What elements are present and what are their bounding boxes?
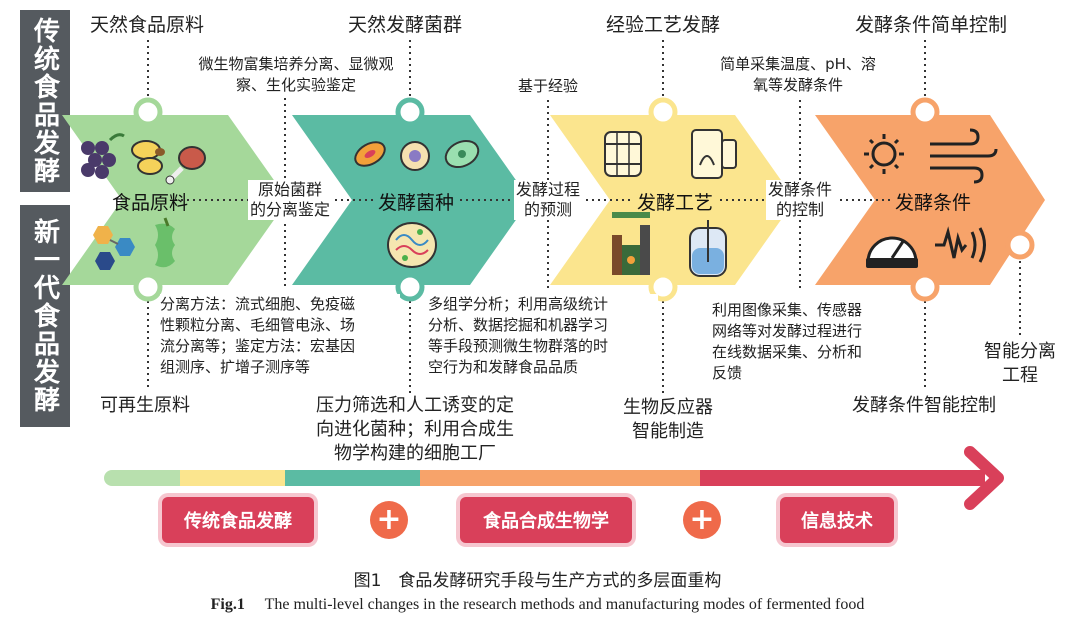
sidebar-traditional-label: 传统食品发酵 [29, 17, 60, 185]
note-sensor-line1: 利用图像采集、传感器 [712, 301, 863, 319]
label-intelligent-separation-line2: 工程 [1002, 365, 1038, 386]
dotted-connectors [147, 40, 1021, 395]
cell-icon [400, 141, 430, 171]
meat-icon [165, 146, 206, 185]
mid-label-isolation-line1: 原始菌群 [258, 180, 323, 199]
caption-english-text: The multi-level changes in the research … [264, 596, 865, 613]
label-directed-evolution-line2: 向进化菌种；利用合成生 [316, 419, 514, 440]
label-directed-evolution-line1: 压力筛选和人工诱变的定 [316, 395, 514, 416]
note-sensor-line2: 网络等对发酵过程进行 [712, 322, 863, 340]
label-bioreactor-line1: 生物反应器 [623, 397, 713, 418]
note-omics-line2: 分析、数据挖掘和机器学习 [428, 316, 609, 334]
mid-label-prediction-line2: 的预测 [524, 200, 573, 219]
note-omics-line4: 空行为和发酵食品品质 [428, 358, 579, 376]
note-separation-line3: 流分离等；鉴定方法：宏基因 [160, 337, 356, 355]
sidebar-new-generation-label: 新一代食品发酵 [29, 218, 60, 414]
note-sensor-network: 利用图像采集、传感器 网络等对发酵过程进行 在线数据采集、分析和 反馈 [712, 300, 892, 384]
note-separation-line4: 组测序、扩增子测序等 [160, 358, 311, 376]
wind-icon [930, 128, 998, 184]
note-omics-line1: 多组学分析；利用高级统计 [428, 295, 609, 313]
progress-arrow [104, 446, 1004, 510]
note-simple-conditions-text: 简单采集温度、pH、溶氧等发酵条件 [720, 55, 876, 94]
pill-traditional-fermentation: 传统食品发酵 [162, 497, 314, 543]
gauge-icon [866, 236, 918, 268]
label-intelligent-separation: 智能分离 工程 [978, 340, 1062, 388]
top-label-empirical-process: 经验工艺发酵 [606, 14, 721, 36]
note-microbe-isolation-text: 微生物富集培养分离、显微观察、生化实验鉴定 [198, 55, 394, 94]
caption-english-prefix: Fig.1 [210, 596, 245, 613]
note-omics-analysis: 多组学分析；利用高级统计 分析、数据挖掘和机器学习 等手段预测微生物群落的时 空… [428, 294, 658, 378]
factory-icon [612, 212, 650, 275]
bean-icon [131, 140, 165, 175]
note-separation-methods: 分离方法：流式细胞、免疫磁 性颗粒分离、毛细管电泳、场 流分离等；鉴定方法：宏基… [160, 294, 400, 378]
label-renewable-raw: 可再生原料 [100, 395, 190, 416]
note-separation-line1: 分离方法：流式细胞、免疫磁 [160, 295, 356, 313]
mid-label-control-line2: 的控制 [776, 200, 825, 219]
chevron-label-strain: 发酵菌种 [378, 192, 455, 214]
chevron-label-conditions: 发酵条件 [895, 192, 972, 214]
note-experience: 基于经验 [518, 76, 579, 97]
barrel-icon [604, 131, 642, 177]
microbe-icon [444, 139, 480, 169]
note-simple-conditions: 简单采集温度、pH、溶氧等发酵条件 [718, 54, 878, 96]
label-intelligent-separation-line1: 智能分离 [984, 341, 1056, 362]
label-intelligent-control: 发酵条件智能控制 [852, 395, 996, 416]
caption-english: Fig.1 The multi-level changes in the res… [0, 596, 1075, 614]
sidebar-new-generation: 新一代食品发酵 [20, 205, 70, 427]
note-separation-line2: 性颗粒分离、毛细管电泳、场 [160, 316, 356, 334]
signal-icon [935, 226, 986, 263]
caption-chinese: 图1 食品发酵研究手段与生产方式的多层面重构 [353, 571, 722, 591]
apple-core-icon [155, 217, 175, 268]
label-directed-evolution: 压力筛选和人工诱变的定 向进化菌种；利用合成生 物学构建的细胞工厂 [300, 394, 530, 466]
mid-label-isolation: 原始菌群 的分离鉴定 [248, 180, 333, 220]
pill-synthetic-biology: 食品合成生物学 [460, 497, 632, 543]
chevron-label-food: 食品原料 [112, 192, 189, 214]
tank-icon [691, 129, 737, 179]
plus-icon-1: + [370, 501, 408, 539]
mid-label-isolation-line2: 的分离鉴定 [250, 200, 331, 219]
mid-label-control: 发酵条件 的控制 [766, 180, 835, 220]
label-directed-evolution-line3: 物学构建的细胞工厂 [334, 443, 496, 464]
label-bioreactor-line2: 智能制造 [632, 421, 704, 442]
cell-factory-icon [387, 222, 437, 268]
molecule-icon [93, 226, 135, 270]
mid-label-prediction-line1: 发酵过程 [516, 180, 581, 199]
bioreactor-icon [689, 220, 727, 277]
pill-information-technology: 信息技术 [780, 497, 894, 543]
mid-label-control-line1: 发酵条件 [768, 180, 833, 199]
note-sensor-line4: 反馈 [712, 364, 743, 382]
note-omics-line3: 等手段预测微生物群落的时 [428, 337, 609, 355]
bacterium-icon [354, 141, 386, 167]
node-circles [133, 97, 1035, 302]
top-label-simple-control: 发酵条件简单控制 [855, 14, 1008, 36]
grape-icon [81, 133, 125, 179]
top-label-natural-raw: 天然食品原料 [90, 14, 205, 36]
note-microbe-isolation: 微生物富集培养分离、显微观察、生化实验鉴定 [186, 54, 406, 96]
sidebar-traditional: 传统食品发酵 [20, 10, 70, 192]
note-sensor-line3: 在线数据采集、分析和 [712, 343, 863, 361]
mid-label-prediction: 发酵过程 的预测 [514, 180, 583, 220]
label-bioreactor: 生物反应器 智能制造 [618, 396, 718, 444]
sun-icon [864, 134, 904, 174]
chevron-label-process: 发酵工艺 [637, 192, 714, 214]
top-label-natural-flora: 天然发酵菌群 [348, 14, 463, 36]
plus-icon-2: + [683, 501, 721, 539]
